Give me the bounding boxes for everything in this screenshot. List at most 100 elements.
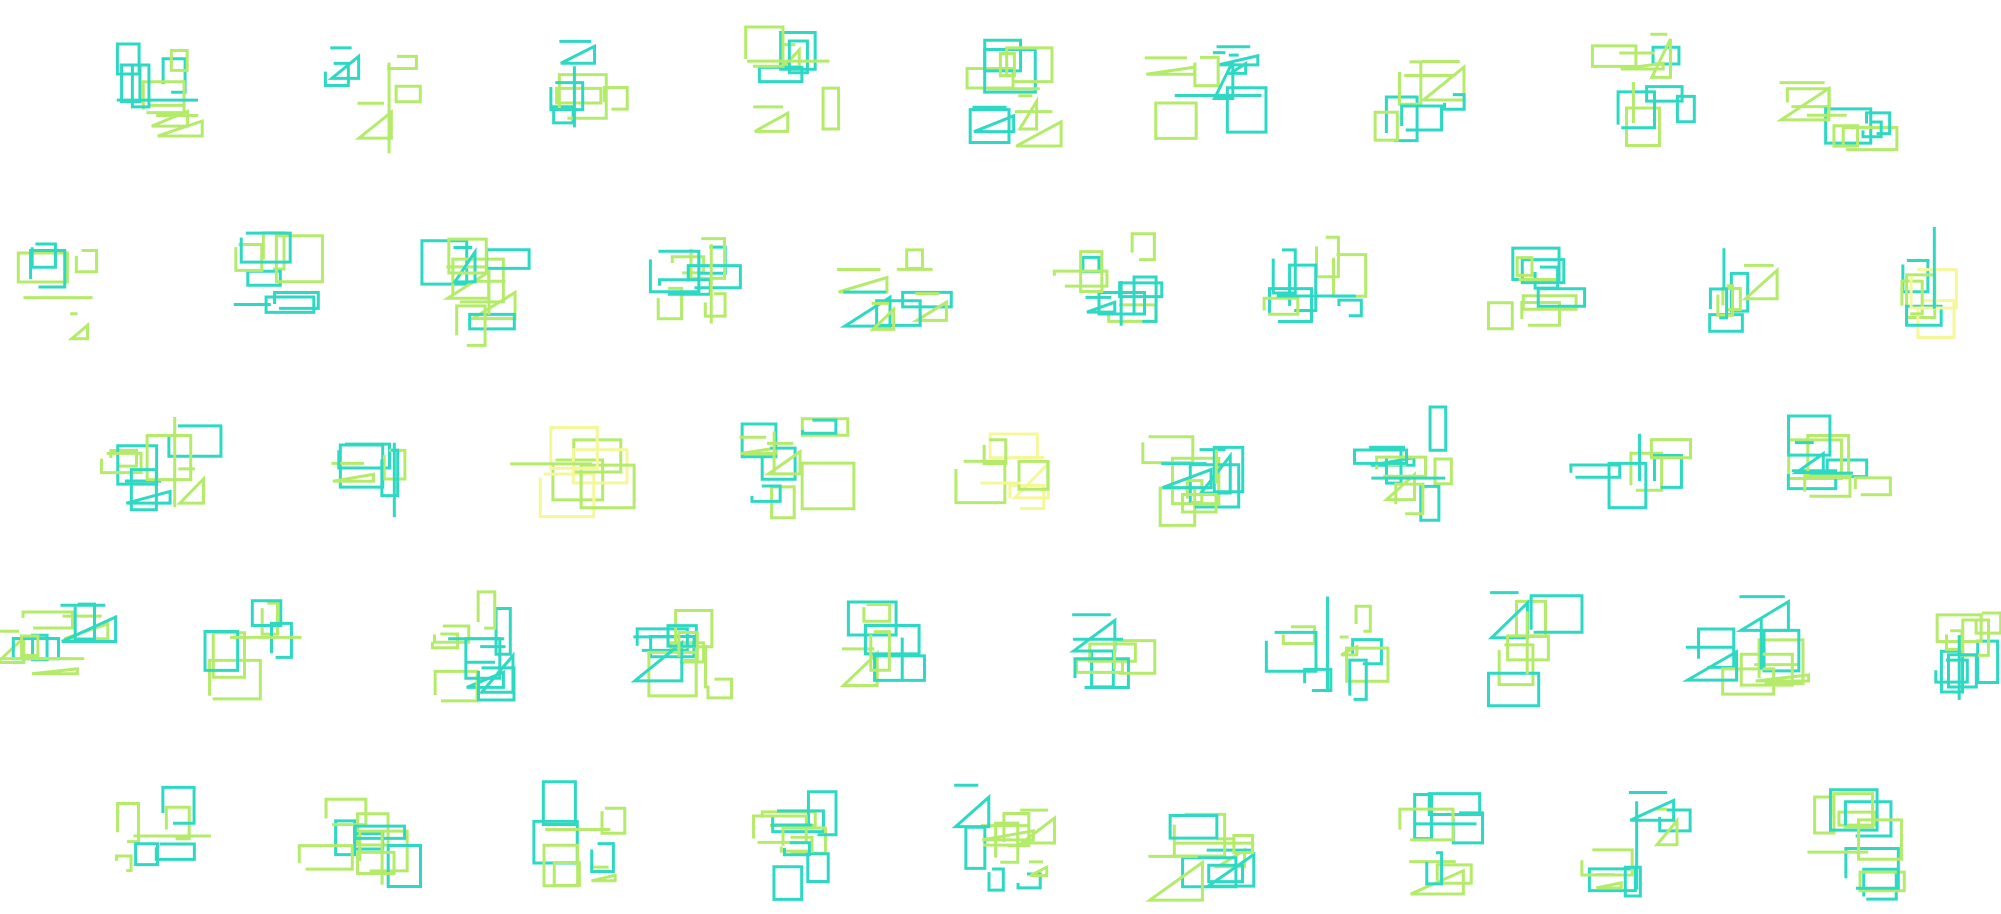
- glyph-stroke: [1384, 95, 1419, 143]
- glyph-stroke: [779, 31, 817, 71]
- glyph-stroke: [141, 80, 186, 115]
- glyph-stroke: [1425, 851, 1444, 886]
- glyph-stroke: [1443, 93, 1466, 111]
- glyph-stroke: [1017, 459, 1050, 491]
- glyph-stroke: [905, 248, 924, 270]
- glyph-stroke: [551, 458, 605, 502]
- glyph-stroke: [1028, 860, 1049, 877]
- glyph-stroke: [1935, 613, 1983, 643]
- glyph-stroke: [1428, 405, 1448, 452]
- glyph-stroke: [432, 624, 471, 644]
- glyph-stroke: [770, 485, 796, 520]
- glyph-5-4: [752, 790, 838, 901]
- glyph-stroke: [161, 785, 196, 825]
- glyph-stroke: [1862, 867, 1898, 901]
- glyph-stroke: [862, 602, 892, 623]
- glyph-2-2: [233, 231, 324, 314]
- glyph-4-3: [430, 590, 516, 703]
- glyph-stroke: [1590, 44, 1638, 68]
- glyph-stroke: [1735, 595, 1790, 632]
- glyph-2-9: [1708, 248, 1779, 333]
- glyph-stroke: [354, 101, 393, 140]
- glyph-3-4: [739, 417, 856, 520]
- glyph-stroke: [420, 239, 469, 286]
- glyph-stroke: [29, 249, 67, 289]
- glyph-stroke: [465, 660, 505, 689]
- glyph-stroke: [130, 63, 151, 109]
- glyph-stroke: [779, 835, 814, 853]
- glyph-stroke: [647, 650, 698, 698]
- glyph-1-5: [965, 38, 1063, 148]
- glyph-stroke: [875, 299, 922, 327]
- glyph-stroke: [602, 86, 629, 111]
- glyph-stroke: [1905, 273, 1937, 319]
- glyph-stroke: [763, 441, 802, 476]
- glyph-2-4: [648, 237, 742, 324]
- glyph-stroke: [982, 438, 1008, 466]
- glyph-stroke: [1791, 441, 1825, 475]
- glyph-stroke: [1857, 818, 1903, 861]
- glyph-stroke: [987, 867, 1005, 892]
- glyph-stroke: [324, 797, 368, 827]
- glyph-stroke: [1697, 627, 1736, 669]
- glyph-stroke: [757, 65, 804, 84]
- glyph-3-2: [331, 442, 407, 518]
- glyph-stroke: [1281, 625, 1317, 645]
- glyph-stroke: [821, 86, 841, 131]
- glyph-stroke: [20, 634, 40, 658]
- glyph-stroke: [1486, 671, 1541, 708]
- glyph-stroke: [1905, 304, 1943, 327]
- glyph-stroke: [1181, 493, 1218, 514]
- glyph-stroke: [750, 484, 782, 503]
- glyph-stroke: [800, 461, 856, 511]
- glyph-stroke: [1787, 414, 1832, 457]
- glyph-stroke: [1397, 60, 1423, 106]
- glyph-1-7: [1373, 59, 1466, 143]
- glyph-stroke: [1225, 53, 1248, 75]
- glyph-stroke: [1154, 101, 1198, 140]
- glyph-stroke: [327, 46, 361, 80]
- glyph-stroke: [760, 446, 797, 481]
- glyph-stroke: [772, 865, 804, 901]
- glyph-stroke: [806, 790, 838, 837]
- glyph-stroke: [1521, 294, 1578, 311]
- glyph-stroke: [1017, 808, 1056, 845]
- glyph-stroke: [1433, 457, 1453, 486]
- glyph-stroke: [1587, 867, 1637, 893]
- glyph-stroke: [169, 49, 189, 72]
- glyph-stroke: [1069, 613, 1117, 653]
- glyph-stroke: [1841, 125, 1899, 152]
- glyph-stroke: [250, 599, 283, 627]
- glyph-stroke: [1832, 124, 1859, 148]
- glyph-stroke: [552, 860, 581, 887]
- glyph-stroke: [590, 865, 617, 883]
- glyph-stroke: [1625, 106, 1661, 148]
- glyph-stroke: [1315, 235, 1340, 279]
- glyph-stroke: [988, 432, 1039, 460]
- glyph-stroke: [74, 249, 99, 274]
- glyph-1-6: [1144, 45, 1268, 140]
- glyph-stroke: [1741, 263, 1779, 301]
- glyph-stroke: [648, 249, 701, 294]
- glyph-stroke: [1649, 438, 1693, 460]
- glyph-stroke: [120, 63, 142, 103]
- glyph-stroke: [1271, 248, 1297, 295]
- glyph-5-1: [114, 785, 211, 873]
- glyph-stroke: [1721, 667, 1776, 696]
- glyph-stroke: [1419, 59, 1466, 102]
- glyph-stroke: [1858, 870, 1906, 893]
- glyph-stroke: [1619, 51, 1665, 71]
- glyph-stroke: [677, 630, 699, 663]
- glyph-stroke: [782, 841, 811, 857]
- glyph-3-3: [510, 426, 636, 519]
- glyph-2-8: [1486, 246, 1587, 331]
- glyph-stroke: [387, 54, 418, 70]
- glyph-1-9: [1776, 81, 1899, 152]
- glyph-stroke: [1427, 792, 1482, 816]
- glyph-stroke: [260, 601, 279, 636]
- glyph-1-2: [323, 46, 422, 154]
- glyph-stroke: [1658, 808, 1692, 833]
- glyph-stroke: [1112, 639, 1157, 675]
- glyph-stroke: [270, 621, 293, 659]
